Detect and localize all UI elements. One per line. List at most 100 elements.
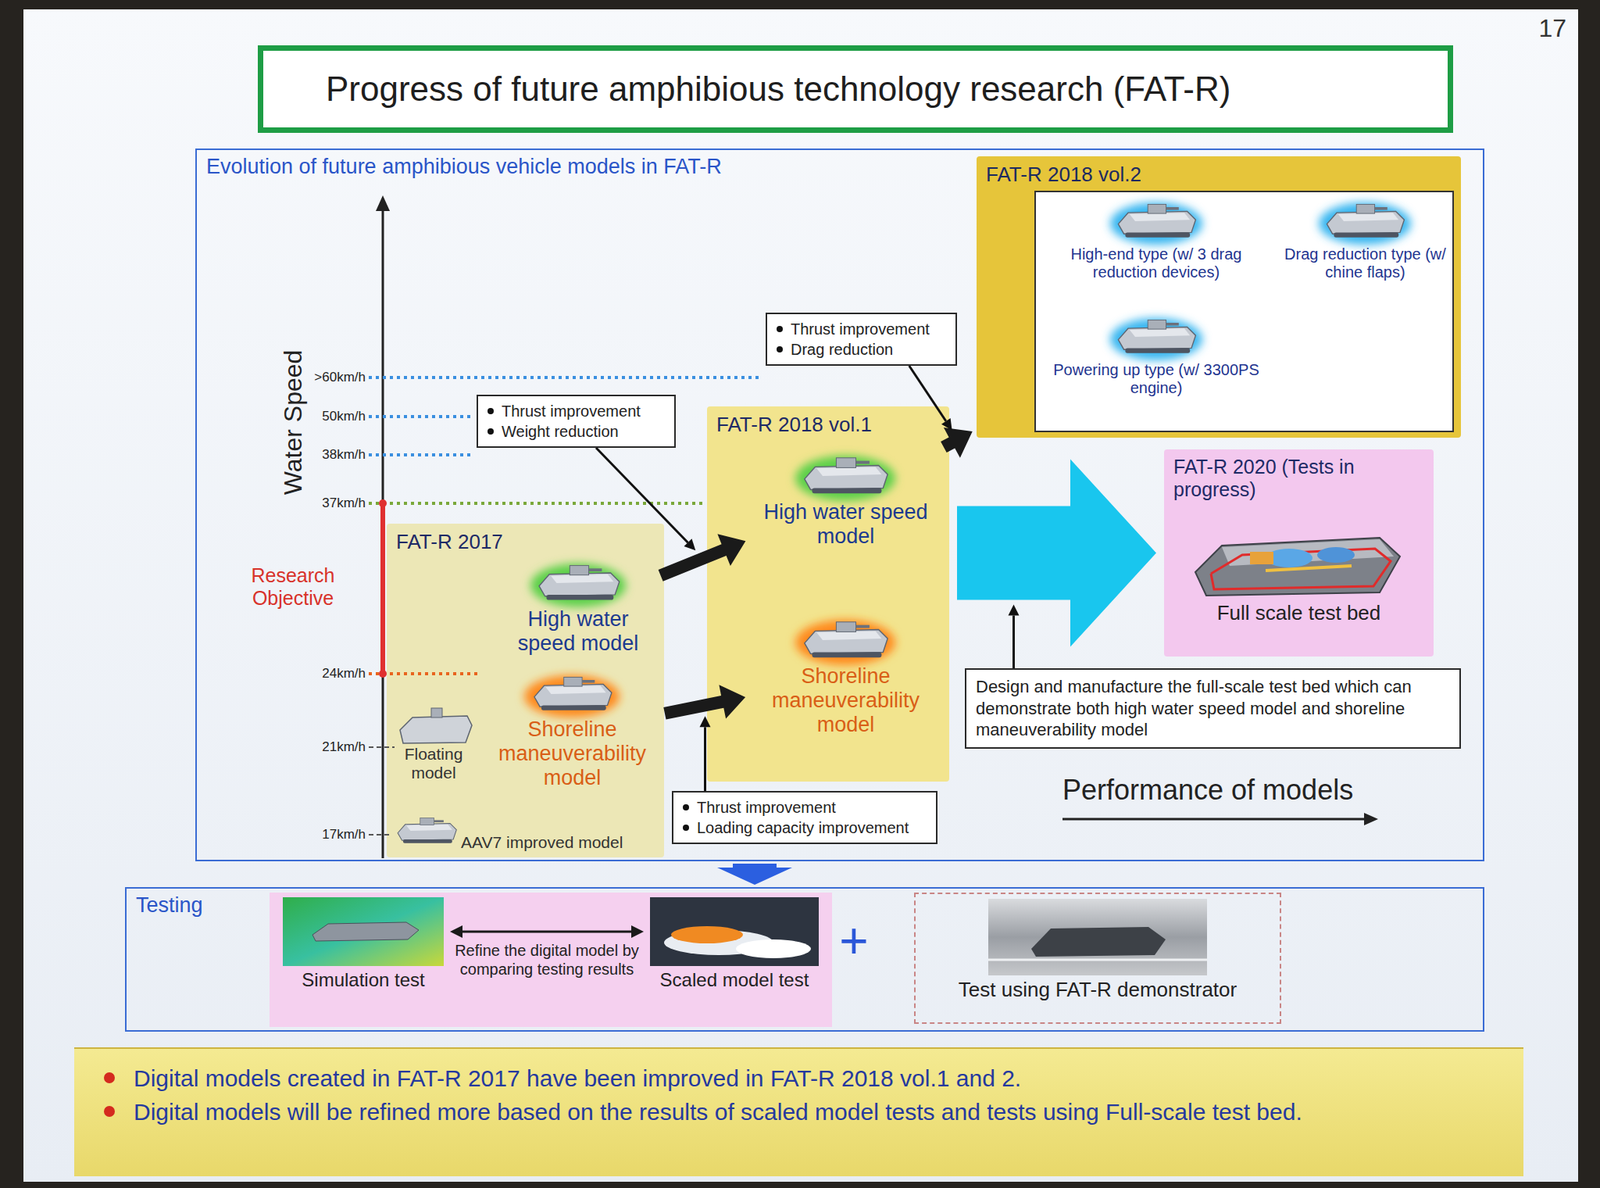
axis-arrowhead (375, 195, 390, 211)
bullet-row: Drag reduction (775, 339, 948, 360)
phase-region: FAT-R 2018 vol.1High water speed modelSh… (707, 406, 950, 782)
test-bed-frame (1210, 548, 1391, 590)
phase-region: FAT-R 2018 vol.2High-end type (w/ 3 drag… (976, 156, 1461, 438)
demonstrator-vehicle (1031, 926, 1166, 957)
vehicle-model: High water speed model (500, 558, 657, 659)
speed-guide-line (368, 453, 473, 457)
simulation-vehicle (312, 921, 419, 941)
model-label: High-end type (w/ 3 drag reduction devic… (1042, 245, 1270, 282)
phase-heading: FAT-R 2018 vol.2 (976, 156, 1461, 193)
speed-guide-line (368, 414, 473, 418)
speed-guide-line (368, 501, 704, 505)
test-bed-illustration (1195, 537, 1400, 596)
vehicle-glow (524, 675, 620, 718)
test-bed-engine (1317, 546, 1355, 563)
bullet-dot (103, 1071, 115, 1083)
summary-text: Digital models will be refined more base… (133, 1096, 1508, 1127)
test-bed-pipe (1265, 565, 1352, 571)
testing-pink-area (269, 892, 833, 1027)
title-box: Progress of future amphibious technology… (257, 45, 1454, 133)
tick-label: 50km/h (304, 408, 366, 425)
bullet-row: Thrust improvement (485, 400, 667, 422)
simulation-image (282, 896, 444, 966)
page-number: 17 (1503, 14, 1567, 43)
scaled-test-image (650, 896, 819, 966)
speed-axis (382, 207, 385, 858)
summary-text: Digital models created in FAT-R 2017 hav… (133, 1062, 1508, 1093)
leader-line (703, 726, 707, 791)
floating-model-mast (431, 707, 443, 718)
vehicle-glow (795, 455, 896, 501)
vehicle-icon (534, 676, 612, 710)
vol2-inner-box (1035, 191, 1454, 432)
model-label: High water speed model (500, 607, 657, 656)
leader-line (909, 365, 947, 422)
panel-heading: Evolution of future amphibious vehicle m… (196, 150, 732, 184)
callout-text: Thrust improvement (696, 796, 929, 818)
vehicle-model: High water speed model (750, 449, 942, 552)
model-label: Simulation test (281, 968, 446, 991)
panel-frame: Evolution of future amphibious vehicle m… (195, 148, 1485, 861)
bullet-row: Thrust improvement (681, 796, 929, 818)
flow-arrow (658, 533, 747, 582)
test-bed-hull (1195, 537, 1400, 596)
vehicle-model: Shoreline maneuverability model (484, 670, 661, 793)
bullet-dot (487, 407, 494, 415)
tick-label: 17km/h (304, 826, 366, 843)
model-label: Drag reduction type (w/ chine flaps) (1277, 245, 1454, 282)
floating-model-icon (400, 715, 472, 743)
phase-region: FAT-R 2020 (Tests in progress)Full scale… (1164, 449, 1434, 657)
region-fill (976, 156, 1461, 438)
flow-arrow (450, 925, 644, 938)
model-label: Scaled model test (648, 968, 821, 991)
vehicle-model: Shoreline maneuverability model (750, 613, 942, 740)
model-label: AAV7 improved model (460, 832, 623, 852)
vehicle-glow (1110, 202, 1203, 245)
vehicle-icon (804, 457, 888, 493)
vehicle-icon (804, 621, 888, 658)
vehicle-model: Powering up type (w/ 3300PS engine) (1042, 312, 1270, 400)
leader-arrowhead (683, 538, 696, 550)
bullet-dot (776, 346, 783, 353)
callout-text: Thrust improvement (501, 400, 667, 422)
callout-box: Thrust improvementLoading capacity impro… (671, 790, 938, 844)
vehicle-glow (530, 563, 626, 608)
vehicle-model: AAV7 improved model (390, 808, 649, 852)
model-label: High water speed model (750, 500, 942, 549)
region-fill (1164, 449, 1434, 657)
flow-arrow (717, 863, 793, 885)
model-label: Floating model (390, 744, 477, 783)
panel-frame: TestingSimulation test Scaled model test T… (125, 886, 1485, 1032)
note-box: Design and manufacture the full-scale te… (964, 667, 1461, 749)
model-label: Shoreline maneuverability model (750, 664, 942, 737)
edge-label: Refine the digital model by comparing te… (453, 939, 641, 980)
water-line (988, 958, 1208, 961)
performance-arrowhead (1364, 812, 1379, 825)
tick-label: 24km/h (304, 665, 366, 682)
panel-heading: Testing (126, 888, 213, 922)
vehicle-icon (539, 565, 620, 600)
vehicle-model: Scaled model test (648, 894, 821, 994)
callout-text: Weight reduction (501, 421, 667, 442)
performance-axis (1062, 817, 1366, 821)
tick-label: >60km/h (304, 369, 366, 386)
speed-tick-line (368, 833, 391, 836)
test-label: Test using FAT-R demonstrator (915, 978, 1280, 1002)
bullet-row: Weight reduction (485, 421, 667, 442)
bullet-dot (487, 428, 494, 435)
splash (735, 939, 811, 958)
callout-box: Thrust improvementDrag reduction (765, 312, 958, 366)
vehicle-model: Simulation test (281, 894, 446, 994)
plus-symbol: + (834, 912, 874, 971)
leader-arrowhead (1008, 604, 1020, 616)
model-label: Powering up type (w/ 3300PS engine) (1042, 360, 1270, 397)
bullet-row: Thrust improvement (775, 318, 948, 340)
note-text: Design and manufacture the full-scale te… (975, 675, 1450, 741)
phase-heading: FAT-R 2018 vol.1 (707, 406, 950, 443)
bullet-row: Digital models created in FAT-R 2017 hav… (89, 1062, 1508, 1093)
callout-text: Loading capacity improvement (696, 817, 929, 838)
flow-arrow (940, 427, 973, 458)
bullet-dot (103, 1105, 115, 1117)
